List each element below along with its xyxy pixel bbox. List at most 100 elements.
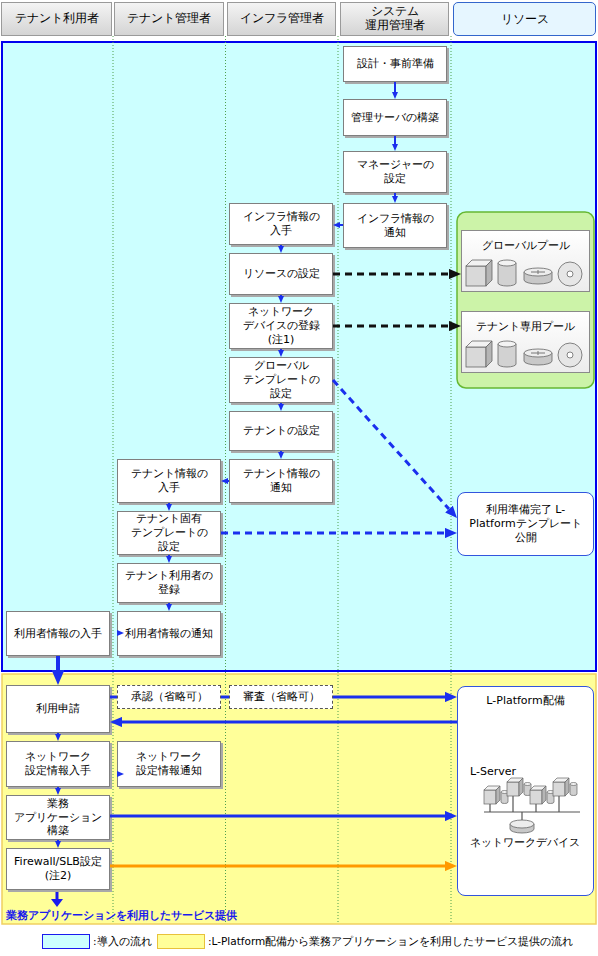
process-box: 管理サーバの構築 bbox=[343, 99, 447, 136]
flow-connector bbox=[280, 245, 282, 246]
column-header: テナント利用者 bbox=[1, 2, 112, 36]
column-header: インフラ管理者 bbox=[227, 2, 336, 36]
part-label: L-Server bbox=[470, 765, 516, 778]
node-text: 設計・事前準備 bbox=[357, 57, 434, 71]
flow-connector bbox=[280, 295, 282, 296]
process-box: Firewall/SLB設定 (注2) bbox=[6, 848, 110, 890]
flow-connector bbox=[168, 603, 170, 604]
service-note: 業務アプリケーションを利用したサービス提供 bbox=[6, 908, 237, 923]
process-box: テナントの設定 bbox=[229, 411, 333, 451]
node-text: テナント利用者 bbox=[15, 12, 99, 26]
lane-divider bbox=[338, 36, 339, 924]
node-text: テナント情報の 通知 bbox=[234, 467, 328, 495]
flow-connector bbox=[57, 787, 59, 788]
flow-connector bbox=[394, 82, 396, 92]
template-box: 利用準備完了 L-Platformテンプレート 公開 bbox=[457, 492, 594, 556]
lane-divider bbox=[225, 36, 226, 924]
flow-connector bbox=[394, 136, 396, 144]
node-text: 利用準備完了 L-Platformテンプレート 公開 bbox=[460, 503, 591, 544]
node-text: 利用申請 bbox=[36, 702, 80, 716]
flow-connector bbox=[394, 193, 396, 196]
optional-step-box: 審査（省略可） bbox=[229, 685, 333, 709]
node-text: インフラ管理者 bbox=[240, 12, 324, 26]
process-box: ネットワーク 設定情報通知 bbox=[117, 741, 221, 787]
flow-connector bbox=[333, 273, 449, 276]
node-text: テナント専用プール bbox=[476, 320, 575, 334]
flow-connector bbox=[168, 503, 170, 504]
flow-arrow bbox=[56, 891, 59, 900]
node-text: Firewall/SLB設定 (注2) bbox=[11, 855, 105, 883]
flow-connector bbox=[57, 733, 59, 734]
process-box: ネットワーク デバイスの登録 (注1) bbox=[229, 303, 333, 349]
column-header: リソース bbox=[453, 2, 596, 36]
process-box: テナント固有 テンプレートの 設定 bbox=[117, 511, 221, 555]
process-box: テナント情報の 入手 bbox=[117, 459, 221, 503]
node-text: テナントの設定 bbox=[243, 424, 320, 438]
flow-connector bbox=[280, 403, 282, 404]
lane-divider bbox=[113, 36, 114, 924]
process-box: グローバル テンプレートの 設定 bbox=[229, 357, 333, 403]
flow-connector bbox=[57, 840, 59, 841]
flow-connector bbox=[122, 721, 457, 724]
flow-connector bbox=[333, 325, 449, 328]
flow-connector bbox=[333, 696, 445, 699]
setup-band bbox=[2, 42, 596, 671]
node-text: ネットワーク 設定情報入手 bbox=[11, 750, 105, 778]
node-text: テナント管理者 bbox=[127, 12, 211, 26]
node-text: テナント利用者の 登録 bbox=[122, 569, 216, 597]
part-label: ネットワークデバイス bbox=[470, 835, 580, 850]
legend-text: :導入の流れ bbox=[93, 933, 152, 949]
node-text: ネットワーク 設定情報通知 bbox=[122, 750, 216, 778]
pool-group bbox=[457, 212, 594, 388]
flow-connector bbox=[110, 815, 445, 818]
node-text: テナント固有 テンプレートの 設定 bbox=[122, 512, 216, 553]
flow-connector bbox=[280, 451, 282, 452]
flow-arrow-head bbox=[51, 899, 63, 907]
resource-pool: グローバルプール bbox=[461, 230, 590, 292]
process-box: 利用者情報の入手 bbox=[6, 611, 110, 656]
node-text: 利用者情報の通知 bbox=[125, 627, 213, 641]
flow-connector bbox=[168, 555, 170, 556]
process-box: インフラ情報の 通知 bbox=[343, 203, 447, 248]
legend-text: :L-Platform配備から業務アプリケーションを利用したサービス提供の流れ bbox=[208, 933, 573, 949]
resource-box: L-Platform配備 bbox=[457, 686, 594, 896]
process-box: 利用申請 bbox=[6, 685, 110, 733]
node-text: システム 運用管理者 bbox=[345, 5, 444, 33]
node-text: インフラ情報の 通知 bbox=[348, 212, 442, 240]
node-text: 利用者情報の入手 bbox=[14, 627, 102, 641]
node-text: 業務 アプリケーション 構築 bbox=[11, 797, 105, 838]
flow-connector bbox=[221, 696, 229, 699]
process-box: 利用者情報の通知 bbox=[117, 611, 221, 656]
process-box: マネージャーの 設定 bbox=[343, 151, 447, 193]
flow-connector bbox=[110, 865, 445, 868]
service-band bbox=[2, 674, 596, 924]
flow-connector bbox=[221, 532, 445, 535]
process-box: リソースの設定 bbox=[229, 253, 333, 295]
node-text: グローバルプール bbox=[482, 239, 570, 253]
process-box: 設計・事前準備 bbox=[343, 46, 447, 82]
flow-connector bbox=[56, 656, 60, 670]
node-text: インフラ情報の 入手 bbox=[234, 210, 328, 238]
lane-divider bbox=[451, 36, 452, 924]
process-box: テナント利用者の 登録 bbox=[117, 563, 221, 603]
node-text: リソース bbox=[501, 12, 549, 27]
node-text: テナント情報の 入手 bbox=[122, 467, 216, 495]
node-text: L-Platform配備 bbox=[486, 694, 564, 708]
optional-step-box: 承認（省略可） bbox=[117, 685, 221, 709]
process-box: テナント情報の 通知 bbox=[229, 459, 333, 503]
process-box: ネットワーク 設定情報入手 bbox=[6, 741, 110, 787]
resource-pool: テナント専用プール bbox=[461, 311, 590, 373]
legend-swatch bbox=[42, 934, 90, 949]
node-text: マネージャーの 設定 bbox=[348, 158, 442, 186]
node-text: ネットワーク デバイスの登録 (注1) bbox=[234, 305, 328, 346]
node-text: グローバル テンプレートの 設定 bbox=[234, 359, 328, 400]
column-header: システム 運用管理者 bbox=[340, 2, 449, 36]
flow-connector bbox=[333, 380, 449, 509]
node-text: 管理サーバの構築 bbox=[351, 111, 439, 125]
node-text: 審査（省略可） bbox=[243, 690, 320, 704]
flow-connector bbox=[280, 349, 282, 350]
process-box: インフラ情報の 入手 bbox=[229, 203, 333, 245]
node-text: リソースの設定 bbox=[243, 267, 320, 281]
column-header: テナント管理者 bbox=[114, 2, 224, 36]
